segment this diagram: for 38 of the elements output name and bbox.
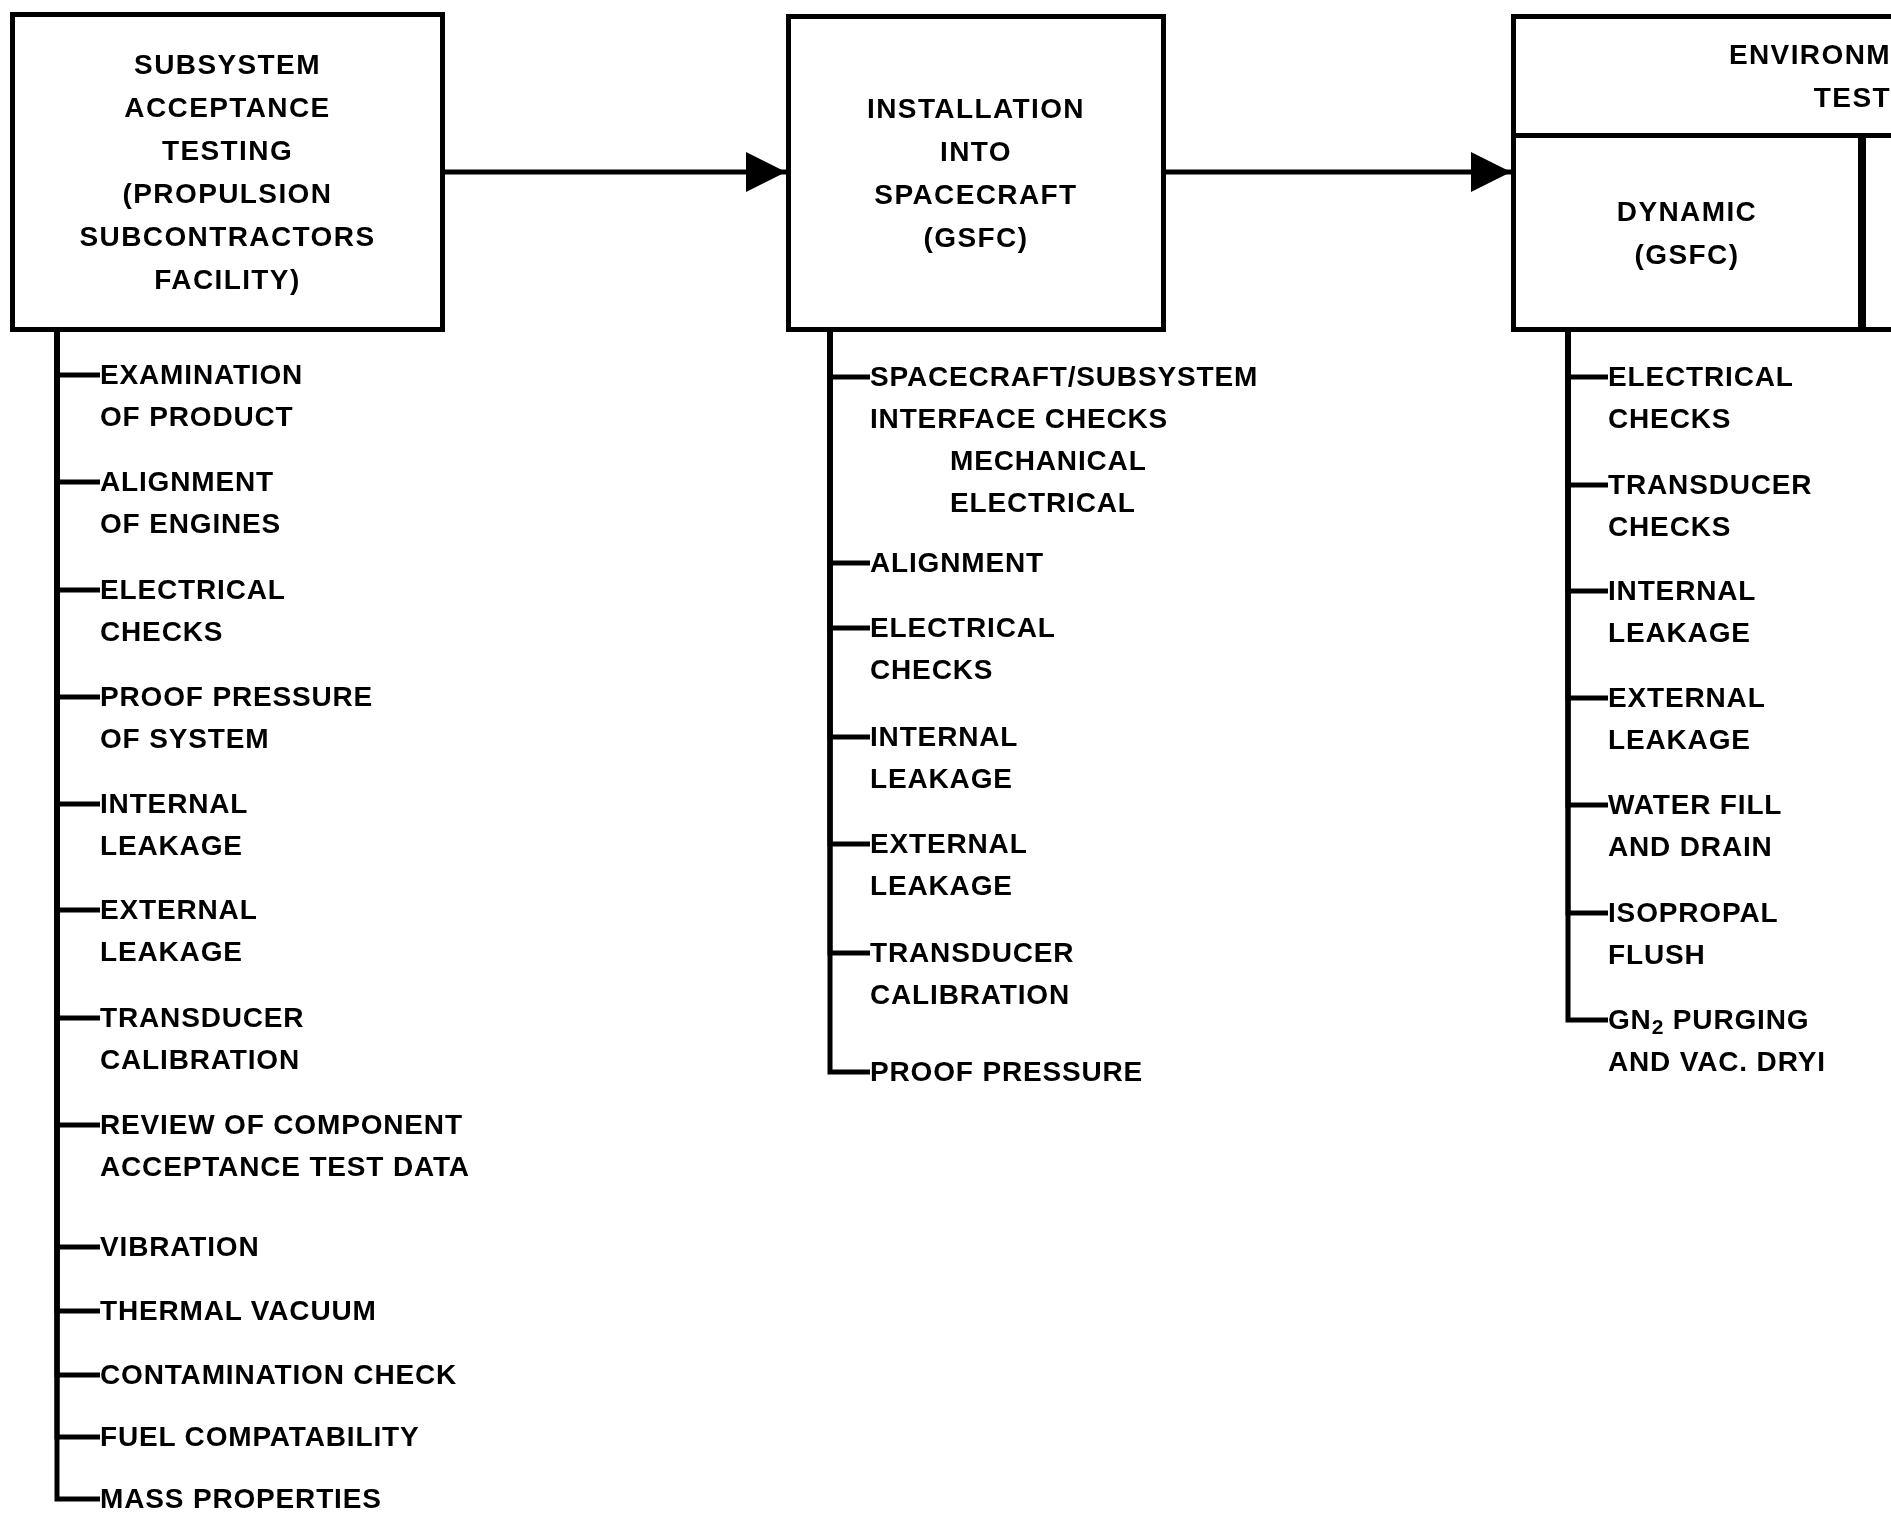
list-item-text: TRANSDUCER CHECKS xyxy=(1608,468,1813,544)
list-item-text: CONTAMINATION CHECK xyxy=(100,1358,458,1392)
box-label: SUBSYSTEM ACCEPTANCE TESTING (PROPULSION SUBCONTRACTORS FACILITY) xyxy=(79,48,376,297)
list-item-text: VIBRATION xyxy=(100,1230,260,1264)
list-item-text: PROOF PRESSURE xyxy=(870,1055,1144,1089)
list-item-text: EXAMINATION OF PRODUCT xyxy=(100,358,304,434)
list-item-text: INTERNAL LEAKAGE xyxy=(100,787,249,863)
list-item-text: PROOF PRESSURE OF SYSTEM xyxy=(100,680,374,756)
list-item-text: ALIGNMENT OF ENGINES xyxy=(100,465,282,541)
list-item-text: WATER FILL AND DRAIN xyxy=(1608,788,1783,864)
list-item-text: EXTERNAL LEAKAGE xyxy=(1608,681,1766,757)
list-item-text: ISOPROPAL FLUSH xyxy=(1608,896,1779,972)
list-item-text: EXTERNAL LEAKAGE xyxy=(100,893,258,969)
list-item-text: REVIEW OF COMPONENT ACCEPTANCE TEST DATA xyxy=(100,1108,470,1184)
list-item-text: INTERNAL LEAKAGE xyxy=(1608,574,1757,650)
list-item-text: FUEL COMPATABILITY xyxy=(100,1420,420,1454)
list-item-text: TRANSDUCER CALIBRATION xyxy=(100,1001,305,1077)
group-box xyxy=(1511,14,1891,332)
list-item-text: ELECTRICAL CHECKS xyxy=(870,611,1056,687)
list-item-text: SPACECRAFT/SUBSYSTEM INTERFACE CHECKS xyxy=(870,360,1259,436)
list-item-text: MASS PROPERTIES xyxy=(100,1482,382,1516)
arrow xyxy=(445,152,786,192)
process-box xyxy=(10,12,445,332)
box-label: DYNAMIC (GSFC) xyxy=(1616,194,1758,272)
list-item-text: ELECTRICAL CHECKS xyxy=(100,573,286,649)
arrow xyxy=(1166,152,1511,192)
box-label: INSTALLATION INTO SPACECRAFT (GSFC) xyxy=(867,92,1085,255)
list-item-text: THERMAL VACUUM xyxy=(100,1294,377,1328)
list-item-text: EXTERNAL LEAKAGE xyxy=(870,827,1028,903)
list-item-text: ELECTRICAL CHECKS xyxy=(1608,360,1794,436)
list-item-text: GN$_{2}$ PURGING AND VAC. DRYI xyxy=(1608,1003,1826,1079)
list-item-text: MECHANICAL xyxy=(949,444,1148,478)
list-item-text: ALIGNMENT xyxy=(870,546,1044,580)
list-item-text: TRANSDUCER CALIBRATION xyxy=(870,936,1075,1012)
list-item-text: INTERNAL LEAKAGE xyxy=(870,720,1019,796)
box-title: ENVIRONM TEST xyxy=(1728,38,1891,115)
process-box xyxy=(786,14,1166,332)
list-item-text: ELECTRICAL xyxy=(949,486,1137,520)
